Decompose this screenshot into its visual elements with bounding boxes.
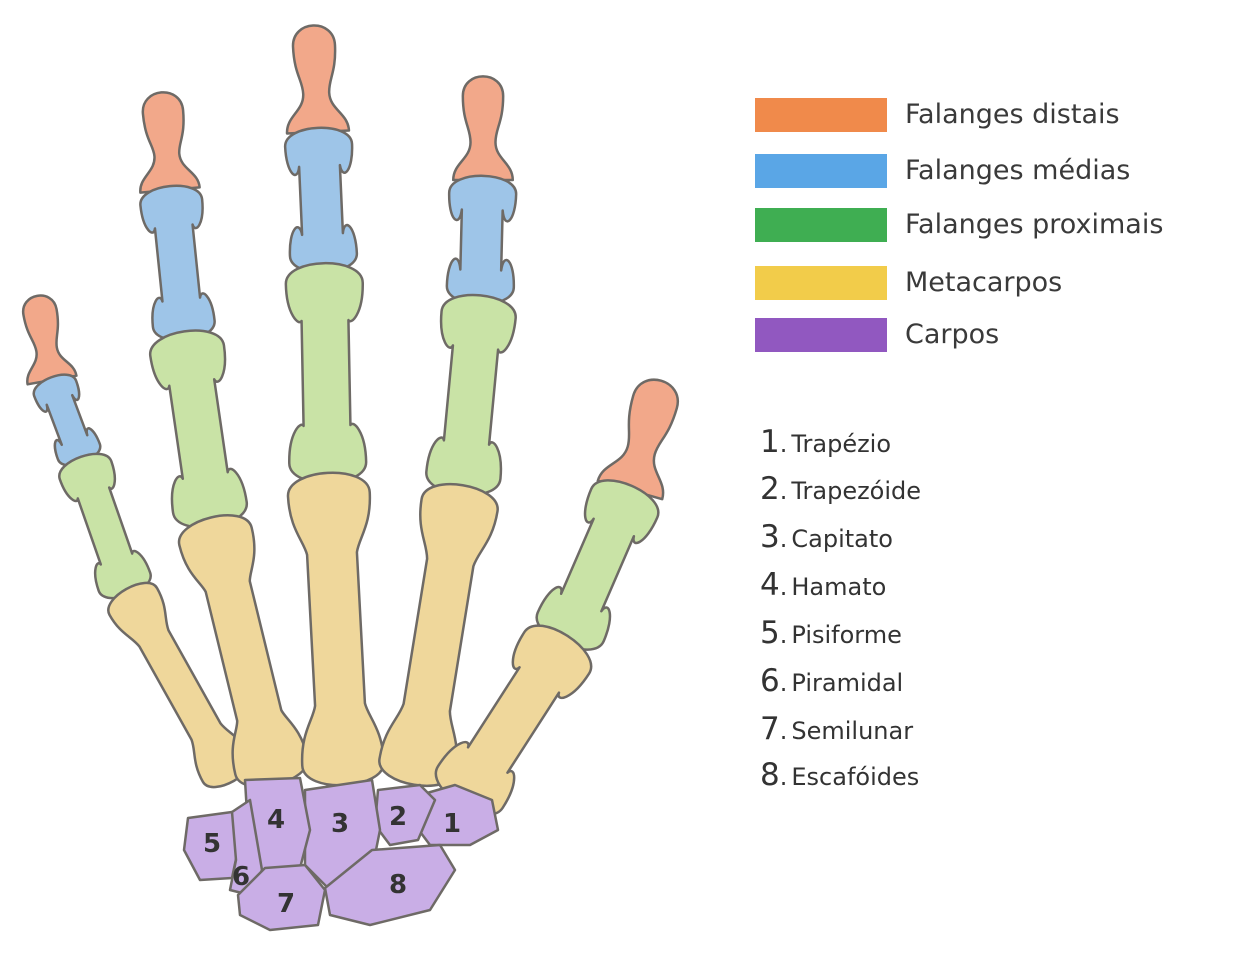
carpal-list-item: 3.Capitato	[760, 519, 893, 555]
distal-phalanx-little	[22, 294, 78, 386]
metacarpal-index	[378, 483, 499, 787]
carpal-list-item: 6.Piramidal	[760, 663, 904, 699]
distal-phalanx-ring	[139, 91, 201, 194]
carpal-escafoides	[323, 843, 457, 927]
carpal-list-item: 4.Hamato	[760, 567, 887, 603]
legend-label-middle: Falanges médias	[905, 155, 1131, 186]
legend-label-carpal: Carpos	[905, 319, 1000, 350]
legend-label-metacarpal: Metacarpos	[905, 267, 1063, 298]
legend-item-metacarpal: Metacarpos	[755, 264, 1235, 304]
carpal-number-label: 6	[232, 862, 250, 892]
legend-item-middle: Falanges médias	[755, 152, 1235, 192]
metacarpal-little	[107, 581, 253, 789]
carpal-number-label: 1	[443, 809, 461, 839]
hand-skeleton-diagram: 1 2 3 4 567 8	[22, 24, 680, 932]
legend-swatch-distal	[755, 98, 887, 132]
carpal-list-item: 7.Semilunar	[760, 711, 914, 747]
carpal-list-item: 1.Trapézio	[760, 424, 892, 460]
carpal-semilunar	[236, 863, 327, 932]
carpal-bones	[182, 776, 500, 932]
legend-item-carpal: Carpos	[755, 316, 1235, 356]
distal-phalanx-index	[451, 75, 515, 182]
metacarpal-thumb	[434, 624, 593, 816]
proximal-phalanx-index	[425, 293, 517, 497]
middle-phalanx-ring	[139, 184, 216, 342]
carpal-list-item: 2.Trapezóide	[760, 471, 922, 507]
distal-phalanx-middle	[285, 24, 351, 135]
legend-swatch-middle	[755, 154, 887, 188]
proximal-phalanx-middle	[284, 261, 368, 485]
carpal-number-label: 5	[203, 829, 221, 859]
proximal-phalanx-ring	[149, 329, 248, 529]
middle-phalanx-index	[445, 174, 518, 306]
carpal-number-label: 7	[277, 889, 295, 919]
carpal-list-item: 8.Escafóides	[760, 757, 920, 793]
metacarpal-ring	[178, 514, 309, 788]
legend-item-distal: Falanges distais	[755, 96, 1235, 136]
legend-swatch-proximal	[755, 208, 887, 242]
carpal-bone-numbers: 1 2 3 4 567 8	[203, 802, 461, 919]
legend-swatch-carpal	[755, 318, 887, 352]
carpal-number-label: 8	[389, 870, 407, 900]
legend-label-proximal: Falanges proximais	[905, 209, 1164, 240]
proximal-phalanx-little	[58, 452, 152, 600]
legend-item-proximal: Falanges proximais	[755, 206, 1235, 246]
carpal-number-label: 3	[331, 809, 349, 839]
carpal-number-label: 4	[267, 805, 285, 835]
legend-swatch-metacarpal	[755, 266, 887, 300]
proximal-phalanx-thumb	[535, 479, 660, 651]
metacarpal-middle	[286, 471, 386, 787]
carpal-number-label: 2	[389, 802, 407, 832]
finger-bones	[22, 24, 680, 816]
middle-phalanx-middle	[283, 126, 359, 274]
legend-label-distal: Falanges distais	[905, 99, 1120, 130]
middle-phalanx-little	[32, 373, 102, 467]
distal-phalanx-thumb	[596, 378, 680, 501]
carpal-list-item: 5.Pisiforme	[760, 615, 902, 651]
